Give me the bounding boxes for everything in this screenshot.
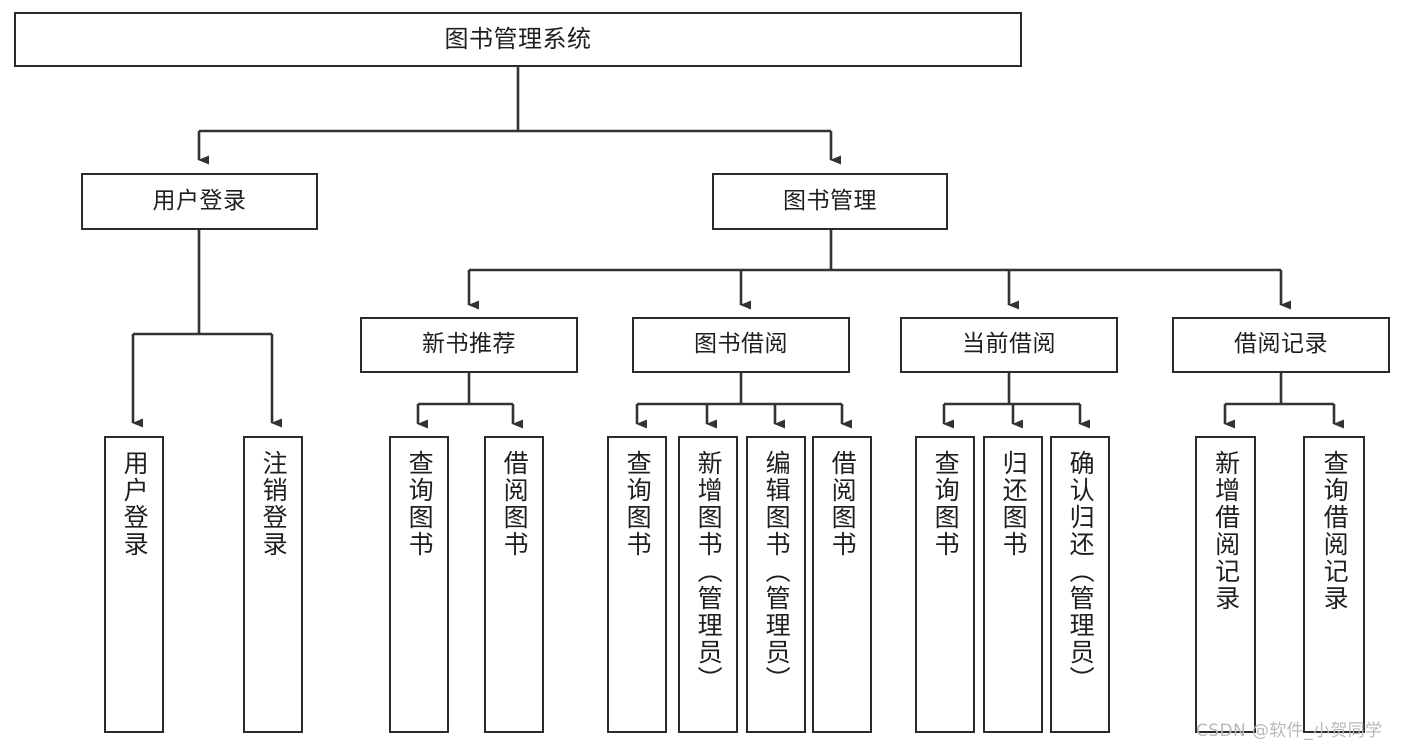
node-label: 借阅图书	[500, 450, 530, 558]
node-leaf-logout-login[interactable]: 注销登录	[243, 436, 303, 733]
node-current-borrow[interactable]: 当前借阅	[900, 317, 1118, 373]
node-book-borrow[interactable]: 图书借阅	[632, 317, 850, 373]
node-label: 查询图书	[405, 450, 435, 558]
node-label: 当前借阅	[962, 331, 1056, 358]
node-user-login[interactable]: 用户登录	[81, 173, 318, 230]
node-leaf-add-borrow-record[interactable]: 新增借阅记录	[1195, 436, 1256, 733]
node-label: 图书借阅	[694, 331, 788, 358]
node-leaf-query-borrow-record[interactable]: 查询借阅记录	[1303, 436, 1365, 733]
node-book-management[interactable]: 图书管理	[712, 173, 948, 230]
node-label: 用户登录	[120, 450, 150, 558]
node-label: 新增借阅记录	[1211, 450, 1241, 612]
node-label: 借阅记录	[1234, 331, 1328, 358]
node-label: 注销登录	[259, 450, 289, 558]
node-label: 新增图书（管理员）	[694, 450, 724, 693]
node-label: 归还图书	[999, 450, 1029, 558]
node-label: 确认归还（管理员）	[1066, 450, 1096, 693]
node-leaf-query-book-current[interactable]: 查询图书	[915, 436, 975, 733]
node-borrow-record[interactable]: 借阅记录	[1172, 317, 1390, 373]
node-label: 图书管理系统	[444, 25, 592, 54]
node-leaf-edit-book[interactable]: 编辑图书（管理员）	[746, 436, 806, 733]
node-leaf-confirm-return[interactable]: 确认归还（管理员）	[1050, 436, 1110, 733]
node-label: 借阅图书	[828, 450, 858, 558]
node-label: 图书管理	[783, 187, 877, 214]
node-leaf-borrow-book[interactable]: 借阅图书	[812, 436, 872, 733]
node-label: 查询借阅记录	[1320, 450, 1350, 612]
node-leaf-add-book[interactable]: 新增图书（管理员）	[678, 436, 738, 733]
node-label: 用户登录	[152, 187, 247, 214]
node-leaf-query-book-borrow[interactable]: 查询图书	[607, 436, 667, 733]
node-new-book-recommend[interactable]: 新书推荐	[360, 317, 578, 373]
node-leaf-user-login[interactable]: 用户登录	[104, 436, 164, 733]
node-root-book-management-system[interactable]: 图书管理系统	[14, 12, 1022, 67]
node-leaf-query-book-recommend[interactable]: 查询图书	[389, 436, 449, 733]
node-label: 新书推荐	[422, 331, 516, 358]
node-label: 编辑图书（管理员）	[762, 450, 792, 693]
node-label: 查询图书	[931, 450, 961, 558]
node-leaf-borrow-book-recommend[interactable]: 借阅图书	[484, 436, 544, 733]
watermark-text: CSDN @软件_小贺同学	[1196, 721, 1383, 741]
node-leaf-return-book[interactable]: 归还图书	[983, 436, 1043, 733]
node-label: 查询图书	[623, 450, 653, 558]
